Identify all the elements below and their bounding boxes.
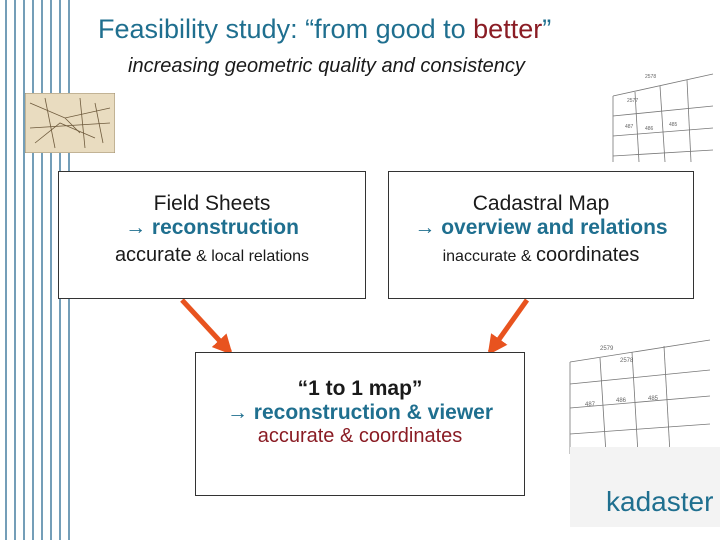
page-subtitle: increasing geometric quality and consist… xyxy=(128,55,525,77)
field-sheets-heading: Field Sheets xyxy=(153,192,271,215)
field-sheets-note-small: & local relations xyxy=(191,248,310,265)
field-sheets-subheading: → reconstruction xyxy=(125,216,299,239)
arrow-right xyxy=(487,298,530,356)
svg-text:2579: 2579 xyxy=(600,346,614,352)
one-to-one-heading: “1 to 1 map” xyxy=(297,377,423,400)
title-accent: better xyxy=(473,14,543,44)
svg-text:486: 486 xyxy=(645,126,654,132)
cadastral-map-heading: Cadastral Map xyxy=(472,192,610,215)
decorative-vertical-lines xyxy=(5,0,70,540)
cadastral-map-note-big: coordinates xyxy=(535,244,640,266)
cadastral-parcel-sketch-top: 2578 2577 487 486 485 xyxy=(612,73,714,162)
field-sheets-note-big: accurate xyxy=(114,244,192,266)
kadaster-logo: kadaster xyxy=(606,486,714,517)
svg-text:487: 487 xyxy=(625,124,634,130)
cadastral-map-note-small: inaccurate & xyxy=(442,248,536,265)
arrow-left xyxy=(180,298,233,355)
one-to-one-map-box: “1 to 1 map” → reconstruction & viewer a… xyxy=(195,352,525,496)
cadastral-map-box: Cadastral Map → overview and relations i… xyxy=(388,171,694,299)
field-sheets-note: accurate & local relations xyxy=(59,244,365,267)
one-to-one-note: accurate & coordinates xyxy=(257,425,463,447)
cadastral-map-subheading: → overview and relations xyxy=(414,216,668,239)
svg-text:485: 485 xyxy=(669,122,678,128)
one-to-one-subheading: → reconstruction & viewer xyxy=(226,401,494,424)
cadastral-parcel-sketch-bottom: 2579 2578 487 486 485 xyxy=(569,339,711,454)
field-sheets-box: Field Sheets → reconstruction accurate &… xyxy=(58,171,366,299)
svg-text:2578: 2578 xyxy=(645,74,656,80)
svg-text:486: 486 xyxy=(616,398,627,404)
svg-text:2577: 2577 xyxy=(627,98,638,104)
svg-text:2578: 2578 xyxy=(620,358,634,364)
logo-background xyxy=(570,447,720,527)
field-sheet-map-thumbnail xyxy=(25,93,115,153)
page-title: Feasibility study: “from good to better” xyxy=(98,14,658,45)
cadastral-map-note: inaccurate & coordinates xyxy=(389,244,693,267)
svg-text:485: 485 xyxy=(648,396,659,402)
svg-text:487: 487 xyxy=(585,402,596,408)
title-suffix: ” xyxy=(542,14,552,44)
title-prefix: Feasibility study: “from good to xyxy=(98,14,474,44)
